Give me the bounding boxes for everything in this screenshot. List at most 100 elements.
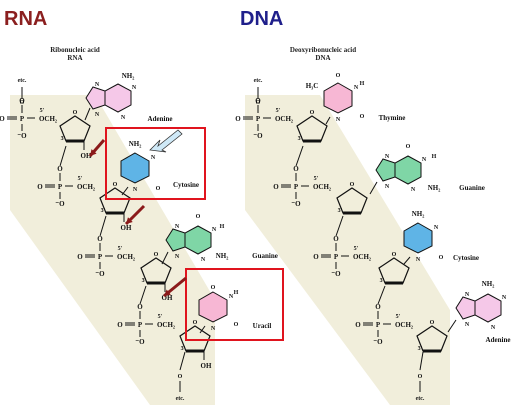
rna-guanine-n7: N: [175, 224, 180, 230]
rna-phosphate-2-oxygen-left: O: [37, 183, 43, 191]
dna-cytosine-oxygen: O: [439, 255, 444, 261]
dna-guanine-hexagon: [394, 155, 422, 185]
rna-sugar-1-hydroxyl: OH: [81, 152, 92, 160]
dna-thymine-n3: N: [354, 85, 359, 91]
dna-thymine-methyl: H₃C: [306, 82, 319, 90]
rna-subtitle-line1: Ribonucleic acid: [50, 46, 100, 54]
dna-guanine-n9: N: [385, 184, 390, 190]
rna-phosphate-2-och2: OCH₂: [77, 183, 95, 191]
dna-phosphate-2-oxygen-left: O: [273, 183, 279, 191]
rna-adenine-n9: N: [95, 112, 100, 118]
rna-sugar-3-ring-oxygen: O: [154, 252, 159, 258]
dna-link-2: [335, 215, 344, 237]
rna-backbone-band: [10, 95, 215, 405]
rna-oh-arrow-2-head: [126, 217, 133, 224]
rna-uracil-oxygen-top: O: [211, 285, 216, 291]
dna-base-thymine: Thymine: [379, 114, 406, 122]
dna-guanine-n3: N: [411, 187, 416, 193]
rna-phosphate-4-prime5: 5': [158, 314, 163, 320]
rna-oh-arrow-3-head: [164, 289, 171, 296]
rna-etc-top: etc.: [18, 78, 27, 84]
rna-guanine-n9: N: [175, 254, 180, 260]
rna-guanine-glycosidic: [161, 251, 169, 265]
rna-phosphate-2-phosphorus: P: [58, 183, 63, 191]
rna-phosphate-1-o-minus: ⁻O: [17, 132, 27, 140]
rna-phosphate-4-phosphorus: P: [138, 321, 143, 329]
dna-adenine-hexagon: [474, 293, 502, 323]
dna-phosphate-4-o-minus: ⁻O: [373, 338, 383, 346]
rna-phosphate-4-oxygen-top: O: [137, 303, 143, 311]
dna-sugar-4-ring-oxygen: O: [430, 320, 435, 326]
rna-phosphate-2-oxygen-top: O: [57, 165, 63, 173]
rna-subtitle-line2: RNA: [67, 54, 83, 62]
dna-phosphate-4-phosphorus: P: [376, 321, 381, 329]
rna-link-1: [59, 145, 67, 167]
dna-thymine-h: H: [360, 81, 365, 87]
rna-cytosine-oxygen: O: [156, 186, 161, 192]
rna-phosphate-2-o-minus: ⁻O: [55, 200, 65, 208]
rna-phosphate-3-oxygen-left: O: [77, 253, 83, 261]
rna-sugar-3-hydroxyl: OH: [162, 294, 173, 302]
rna-phosphate-3-och2: OCH₂: [117, 253, 135, 261]
dna-subtitle: Deoxyribonucleic acid DNA: [278, 46, 368, 62]
dna-guanine-pentagon: [375, 158, 396, 182]
dna-top-oxygen: O: [256, 100, 261, 106]
rna-guanine-n1: N: [212, 227, 217, 233]
rna-oh-arrow-1: [88, 139, 106, 157]
dna-etc-bottom: etc.: [416, 396, 425, 402]
rna-link-2: [99, 215, 107, 237]
dna-sugar-2-prime3: 3': [338, 208, 343, 214]
dna-subtitle-line1: Deoxyribonucleic acid: [289, 46, 357, 54]
dna-bottom-oxygen: O: [418, 374, 423, 380]
dna-phosphate-4-oxygen-top: O: [375, 303, 381, 311]
dna-phosphate-1-och2: OCH₂: [275, 115, 293, 123]
rna-phosphate-1-prime5: 5': [40, 108, 45, 114]
dna-cytosine-glycosidic: [403, 256, 411, 265]
rna-bottom-oxygen: O: [178, 374, 183, 380]
rna-bottom-bond: [179, 351, 186, 371]
rna-heading: RNA: [4, 8, 48, 30]
dna-adenine-n9: N: [465, 322, 470, 328]
rna-base-adenine: Adenine: [148, 115, 173, 123]
dna-phosphate-1-phosphorus: P: [256, 115, 261, 123]
dna-base-adenine: Adenine: [486, 336, 511, 344]
rna-guanine-pentagon: [165, 228, 186, 252]
rna-cytosine-hexagon: [120, 152, 150, 184]
rna-uracil-n3: N: [229, 294, 234, 300]
rna-adenine-hexagon: [104, 83, 132, 113]
dna-adenine-pentagon: [455, 296, 476, 320]
dna-adenine-n3: N: [491, 325, 496, 331]
rna-oh-arrow-1-head: [90, 149, 97, 156]
dna-adenine-n7: N: [465, 292, 470, 298]
dna-thymine-oxygen-top: O: [336, 73, 341, 79]
dna-thymine-n1: N: [336, 117, 341, 123]
rna-uracil-h: H: [234, 290, 239, 296]
rna-guanine-h: H: [220, 224, 225, 230]
rna-guanine-nh2: NH₂: [216, 252, 229, 260]
rna-sugar-4-prime3: 3': [181, 346, 186, 352]
rna-cytosine-n1: N: [133, 187, 138, 193]
rna-adenine-glycosidic: [84, 107, 91, 121]
dna-phosphate-3-prime5: 5': [354, 246, 359, 252]
rna-cytosine-nh2: NH₂: [129, 140, 142, 148]
rna-phosphate-4-och2: OCH₂: [157, 321, 175, 329]
dna-phosphate-3-oxygen-top: O: [333, 235, 339, 243]
dna-adenine-glycosidic: [447, 319, 457, 333]
rna-oh-arrow-2: [124, 204, 146, 226]
cytosine-highlight-box: [105, 127, 206, 200]
rna-guanine-hexagon: [184, 225, 212, 255]
rna-phosphate-4-o-minus: ⁻O: [135, 338, 145, 346]
dna-phosphate-1-o-minus: ⁻O: [253, 132, 263, 140]
rna-phosphate-4-oxygen-left: O: [117, 321, 123, 329]
dna-guanine-n7: N: [385, 154, 390, 160]
dna-link-3: [377, 285, 386, 305]
dna-phosphate-2-phosphorus: P: [294, 183, 299, 191]
dna-thymine-glycosidic: [325, 116, 331, 125]
dna-phosphate-3-oxygen-left: O: [313, 253, 319, 261]
dna-thymine-hexagon: [323, 82, 353, 114]
rna-subtitle: Ribonucleic acid RNA: [40, 46, 110, 62]
dna-sugar-4-prime3: 3': [418, 346, 423, 352]
dna-etc-top: etc.: [254, 78, 263, 84]
dna-phosphate-4-och2: OCH₂: [395, 321, 413, 329]
